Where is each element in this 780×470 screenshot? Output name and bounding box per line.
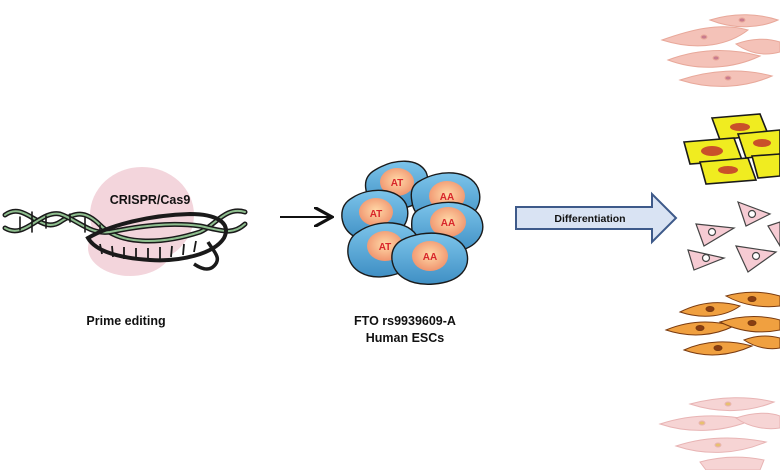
esc-nucleus [430, 207, 466, 237]
esc-title-line2: Human ESCs [366, 331, 445, 345]
fibroblast-cells [660, 14, 780, 87]
prime-editing-caption: Prime editing [86, 314, 165, 328]
genotype-label: AA [440, 192, 454, 203]
esc-title-line1: FTO rs9939609-A [354, 314, 456, 328]
genotype-label: AA [423, 252, 437, 263]
genotype-label: AT [379, 242, 392, 253]
differentiation-arrow: Differentiation [515, 191, 678, 245]
genotype-label: AA [441, 218, 455, 229]
neuron-like-cells [664, 291, 780, 356]
esc-nucleus [380, 168, 414, 196]
guide-rna-loop [85, 211, 228, 271]
esc-nucleus [412, 241, 448, 271]
adipocyte-cells [682, 113, 780, 185]
differentiation-label: Differentiation [554, 213, 625, 225]
cardio-like-cells [687, 200, 780, 273]
prime-editing-complex: CRISPR/Cas9 [2, 167, 248, 276]
cas9-label: CRISPR/Cas9 [110, 193, 191, 207]
genotype-label: AT [370, 209, 383, 220]
esc-cell: AA [391, 232, 469, 285]
muscle-like-cells [658, 397, 780, 470]
esc-cell-cluster: AT AA AT AA AT AA [341, 160, 484, 285]
esc-nucleus [359, 198, 393, 226]
dna-double-helix [2, 208, 248, 244]
genotype-label: AT [391, 178, 404, 189]
